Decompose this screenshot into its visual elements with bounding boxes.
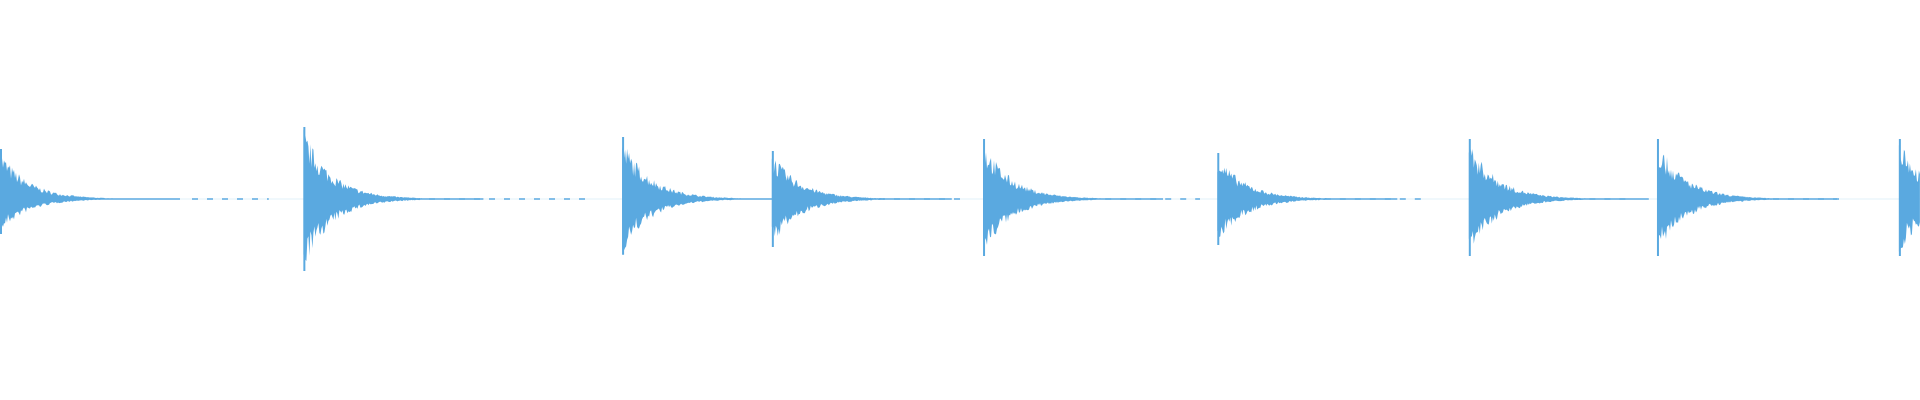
waveform-transient — [622, 143, 803, 252]
waveform-transient — [1217, 167, 1398, 238]
waveform-transient — [303, 129, 484, 261]
waveform-transient — [1468, 148, 1649, 246]
waveform-transient — [1898, 144, 1920, 252]
waveform-transient — [0, 158, 180, 233]
waveform-transient — [1657, 154, 1837, 249]
waveform-transient — [983, 152, 1163, 250]
waveform-transient — [771, 158, 952, 237]
